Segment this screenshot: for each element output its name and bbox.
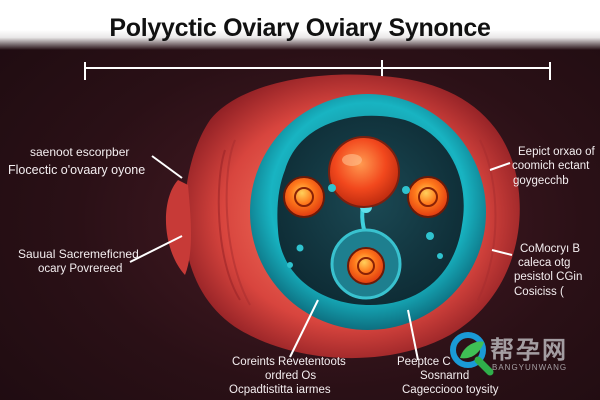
label-bottom-right-3: Cagecciooo toysity (402, 384, 499, 396)
lower-follicle (347, 247, 385, 285)
watermark: 帮孕网 BANGYUNWANG (448, 330, 596, 376)
label-right-top-1: Eepict orxao of (518, 146, 595, 158)
watermark-cn: 帮孕网 (490, 336, 568, 364)
right-follicle (407, 176, 449, 218)
label-right-mid-4: Cosiciss ( (514, 286, 564, 298)
label-left-top-2: Flocectic o'ovaary oyone (8, 163, 146, 177)
label-right-top-2: coomich ectant (512, 160, 590, 172)
label-left-top-1: saenoot escorpber (30, 145, 130, 159)
small-cysts (287, 184, 443, 268)
label-right-mid-2: caleca otg (518, 257, 571, 269)
label-left-mid-1: Sauual Sacremeficned (18, 247, 139, 261)
magnifier-leaf-logo (450, 332, 494, 376)
title-band (0, 0, 600, 50)
label-right-top-3: goygecchb (513, 175, 569, 187)
label-bottom-left-3: Ocpadtistitta iarmes (229, 384, 331, 396)
label-left-mid-2: ocary Povrereed (38, 263, 123, 275)
left-follicle (283, 176, 325, 218)
watermark-en: BANGYUNWANG (492, 363, 568, 372)
page-title: Polyyctic Oviary Oviary Synonce (109, 14, 491, 42)
dominant-follicle (328, 136, 400, 208)
label-bottom-left-1: Coreints Revetentoots (232, 356, 346, 368)
label-right-mid-1: CoMocryı B (520, 243, 581, 255)
label-bottom-left-2: ordred Os (265, 370, 317, 382)
label-right-mid-3: pesistol CGin (514, 271, 583, 283)
pointer-lines (129, 155, 513, 361)
label-bottom-right-2: Sosnarnd (420, 370, 470, 382)
label-bottom-right-1: Peeptce C (397, 356, 451, 368)
